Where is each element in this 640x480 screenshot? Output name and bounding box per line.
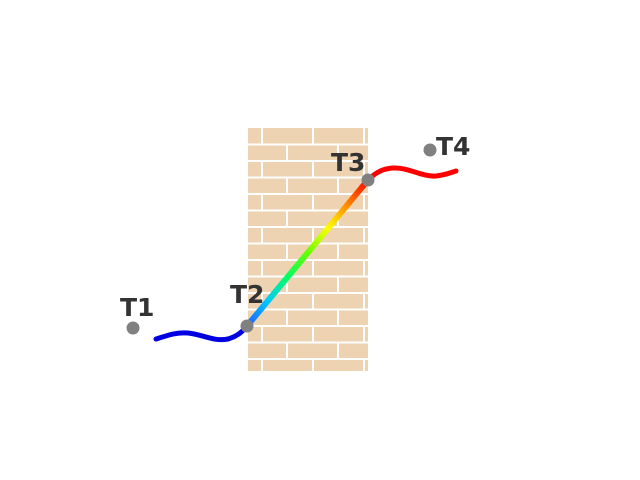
label-t4: T4 <box>436 132 470 161</box>
left-air-temperature-curve <box>153 323 250 343</box>
point-t1 <box>126 321 140 335</box>
right-air-temperature-curve <box>365 165 459 183</box>
brick-wall <box>248 128 368 371</box>
point-t3 <box>361 173 375 187</box>
label-t3: T3 <box>331 148 365 177</box>
wall-temperature-gradient-line <box>244 177 371 329</box>
label-t2: T2 <box>230 280 264 309</box>
point-t2 <box>240 319 254 333</box>
label-t1: T1 <box>120 293 154 322</box>
point-t4 <box>423 143 437 157</box>
